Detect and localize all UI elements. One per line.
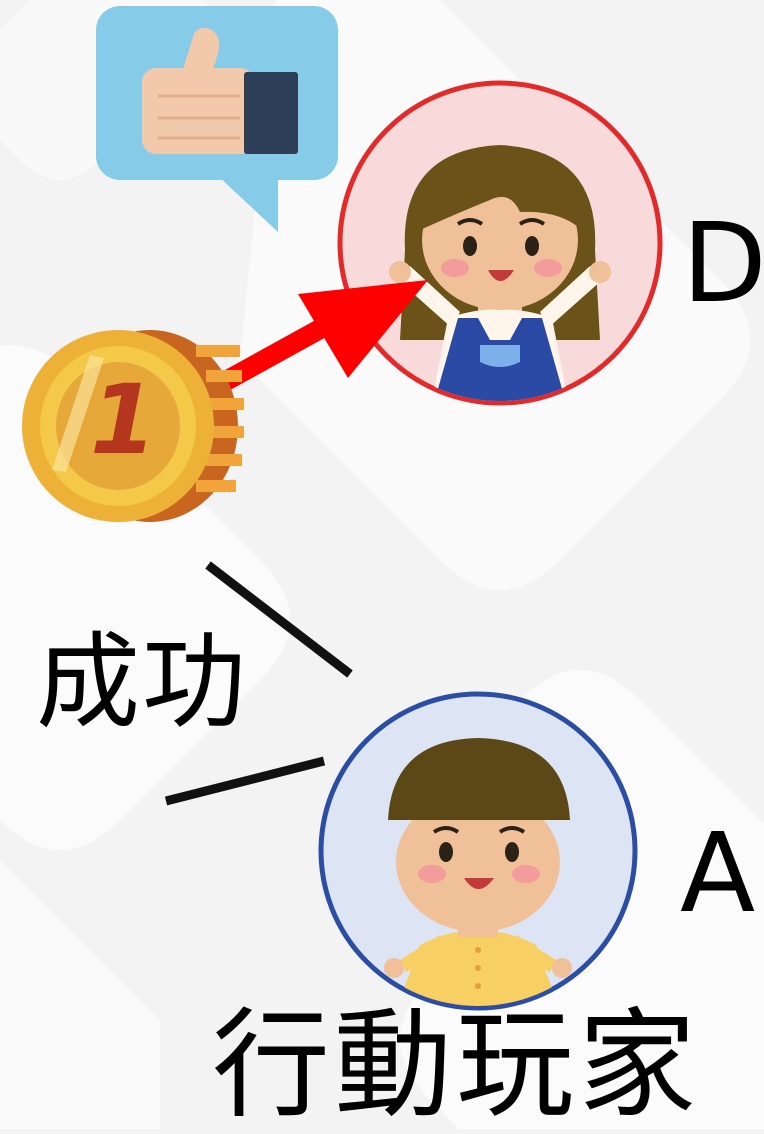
active-player-label: 行動玩家 <box>212 996 701 1134</box>
coin-value: 1 <box>90 364 157 476</box>
player-a-letter: A <box>680 809 756 937</box>
player-d-letter: D <box>682 199 764 327</box>
girl-arms-up-avatar <box>389 145 611 401</box>
thumbs-up-icon <box>142 27 298 154</box>
boy-yellow-shirt-avatar <box>384 738 572 1006</box>
success-label: 成功 <box>36 621 249 743</box>
